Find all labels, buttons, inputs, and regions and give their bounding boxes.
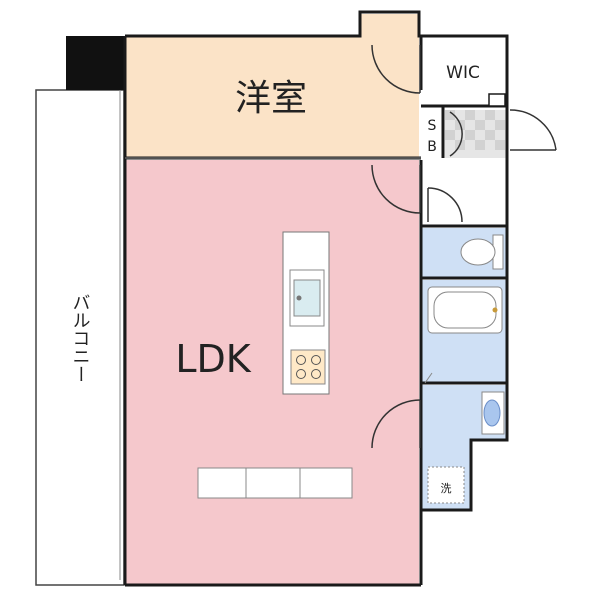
sb-area — [421, 106, 443, 158]
wic-label: WIC — [446, 63, 480, 83]
storage-cabinet — [197, 467, 353, 499]
hallway-area — [421, 160, 507, 226]
washing-machine-icon — [427, 466, 465, 504]
sb-label-b: B — [427, 139, 437, 155]
balcony-label: バルコニー — [70, 293, 91, 383]
thin-lines — [119, 90, 506, 580]
bedroom-area — [125, 36, 419, 158]
laundry-label: 洗 — [441, 482, 452, 495]
doors — [371, 44, 557, 449]
bathtub-icon — [424, 286, 503, 384]
bedroom-label: 洋室 — [235, 78, 307, 119]
kitchen-island — [282, 231, 330, 395]
bedroom-alcove — [360, 14, 419, 38]
ldk-area — [125, 160, 419, 585]
sb-label-s: S — [428, 118, 437, 134]
structural-column — [66, 36, 124, 90]
toilet-icon — [460, 234, 504, 270]
ldk-label: LDK — [175, 337, 251, 381]
wash-basin-icon — [481, 391, 505, 435]
balcony-area — [35, 89, 125, 586]
